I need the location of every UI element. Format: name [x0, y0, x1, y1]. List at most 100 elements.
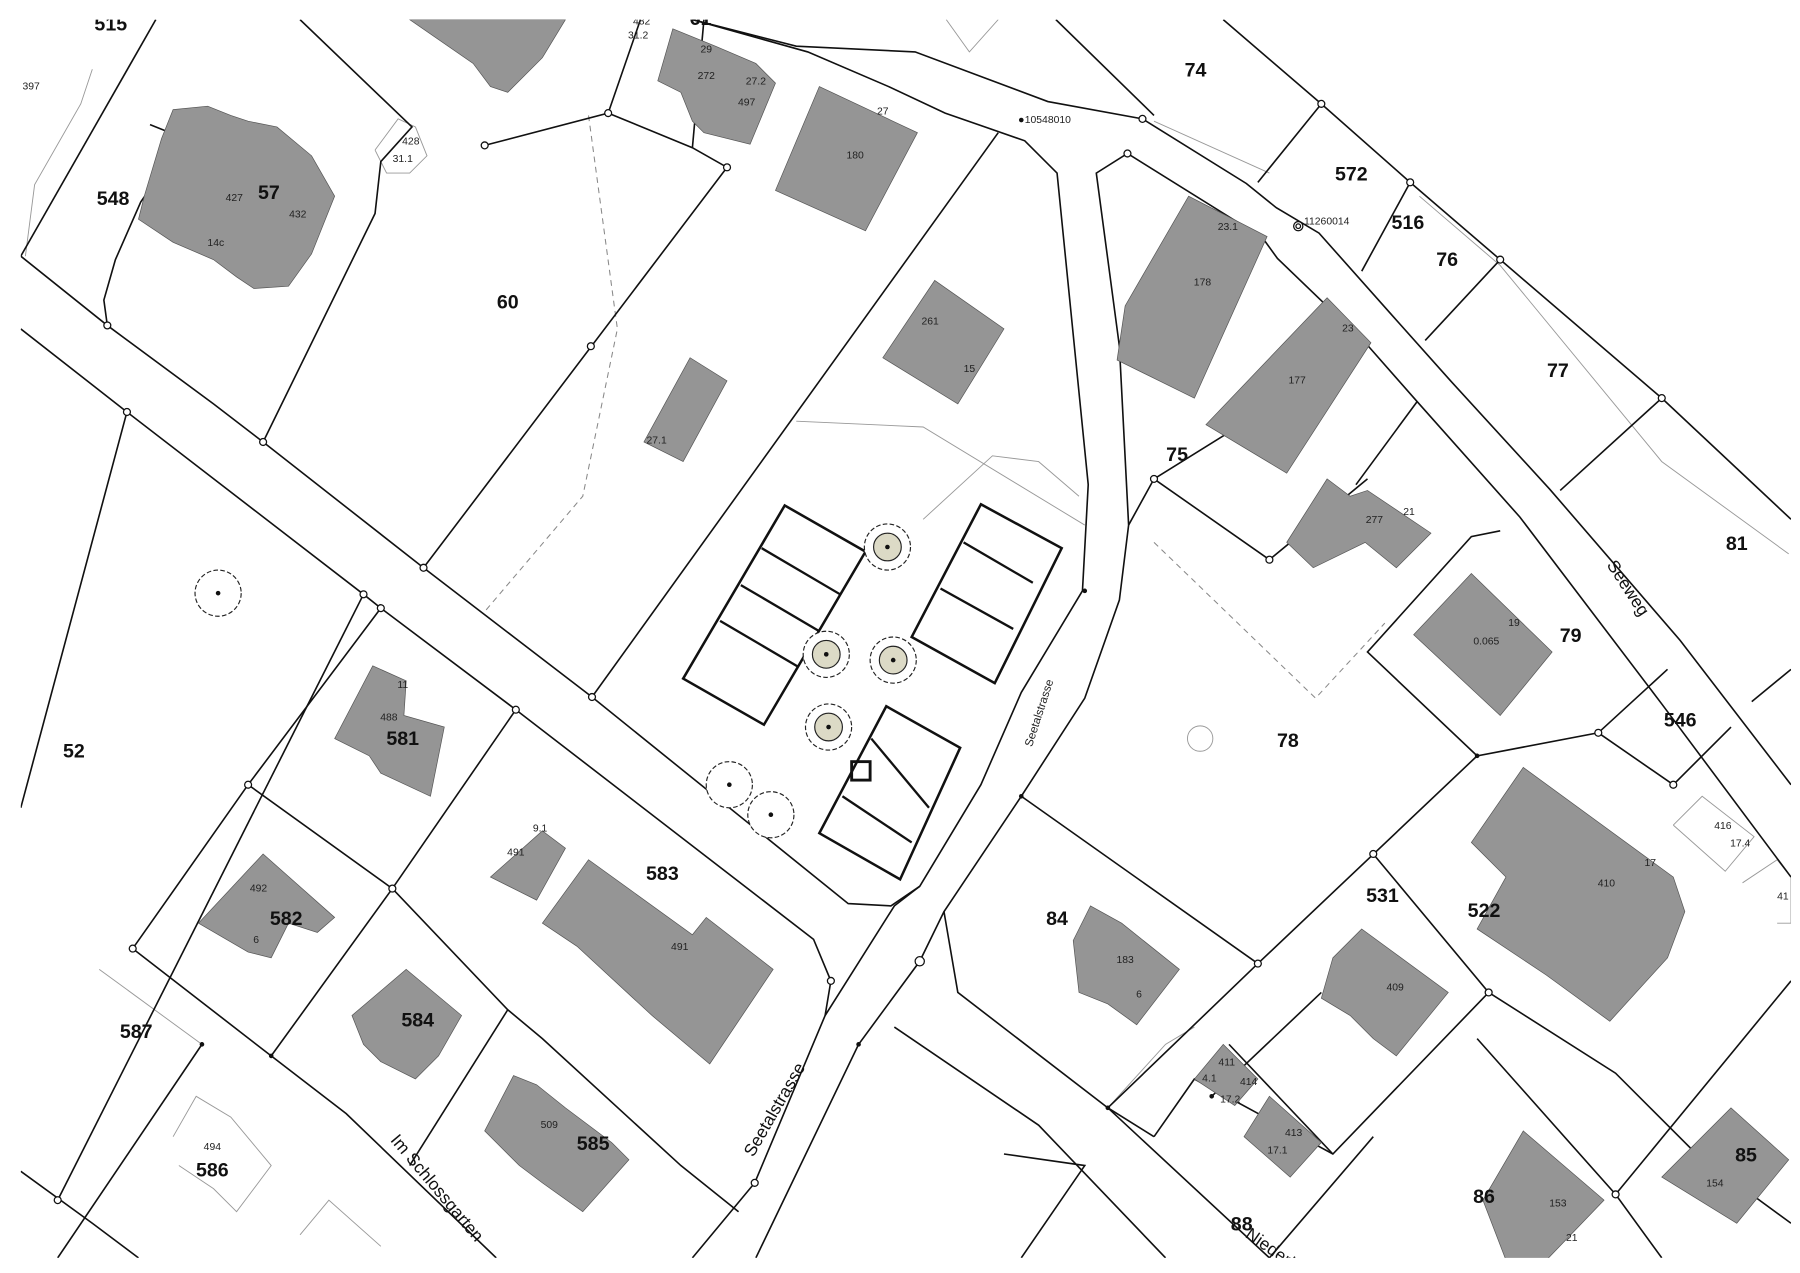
- parcel-boundaries: [20, 19, 1792, 1258]
- building-number: 432: [289, 209, 307, 220]
- building-number: 509: [541, 1120, 559, 1131]
- project-floor-plans: [681, 502, 1064, 882]
- parcel-number: 586: [196, 1159, 229, 1181]
- building-number: 410: [1598, 879, 1616, 890]
- building-number: 4.1: [1202, 1074, 1217, 1085]
- parcel-labels: 515 548 57 60 74 572 516 76 77 75 81 79 …: [63, 8, 1757, 1236]
- tree-icon: [747, 791, 795, 839]
- trees: [194, 523, 917, 839]
- parcel-number: 52: [63, 741, 85, 763]
- building-number: 19: [1508, 618, 1520, 629]
- building-number: 31.1: [393, 154, 413, 165]
- parcel-number: 85: [1735, 1144, 1757, 1166]
- building-number: 397: [23, 81, 41, 92]
- survey-point-id: 11260014: [1304, 216, 1350, 227]
- tree-icon: [802, 630, 850, 678]
- parcel-number: 76: [1436, 249, 1458, 271]
- parcel-number: 78: [1277, 730, 1299, 752]
- parcel-number: 522: [1468, 900, 1501, 922]
- auxiliary-lines: [24, 19, 1792, 1247]
- street-name-im-schlossgarten: Im Schlossgarten: [387, 1130, 488, 1245]
- building-number: 497: [738, 97, 756, 108]
- building-number: 491: [671, 942, 689, 953]
- survey-markers: [53, 99, 1678, 1205]
- street-name-niederl: Niederl: [1242, 1224, 1298, 1272]
- parcel-number: 84: [1046, 908, 1068, 930]
- building-number: 21: [1403, 507, 1415, 518]
- building-number: 428: [402, 137, 420, 148]
- building-number: 9.1: [533, 823, 548, 834]
- parcel-number: 546: [1664, 709, 1697, 731]
- building-number: 277: [1366, 515, 1384, 526]
- parcel-number: 515: [94, 14, 127, 36]
- parcel-number: 587: [120, 1021, 153, 1043]
- parcel-number: 531: [1366, 885, 1399, 907]
- building-number: 411: [1218, 1058, 1235, 1069]
- building-number: 492: [250, 883, 268, 894]
- building-number: 23: [1342, 324, 1354, 335]
- tree-icon: [869, 636, 917, 684]
- parcel-number: 583: [646, 863, 679, 885]
- building-number: 178: [1194, 277, 1212, 288]
- survey-point-id: 10548010: [1025, 115, 1071, 126]
- building-number: 17.1: [1267, 1145, 1287, 1156]
- building-number: 413: [1285, 1128, 1303, 1139]
- building-number: 27: [877, 107, 889, 118]
- street-name-seetalstrasse: Seetalstrasse: [739, 1059, 809, 1160]
- street-name-seeweg: Seeweg: [1603, 556, 1654, 619]
- building-number: 272: [698, 71, 716, 82]
- building-number: 154: [1706, 1179, 1724, 1190]
- buildings: [138, 19, 1790, 1258]
- parcel-number: 60: [497, 292, 519, 314]
- building-number: 488: [380, 713, 398, 724]
- parcel-number: 516: [1392, 212, 1425, 234]
- building-number: 494: [204, 1142, 222, 1153]
- parcel-number: 61: [690, 8, 712, 30]
- building-number: 15: [964, 364, 976, 375]
- building-number: 183: [1116, 955, 1134, 966]
- parcel-number: 81: [1726, 533, 1748, 555]
- building-number: 11: [397, 680, 408, 691]
- parcel-number: 582: [270, 908, 303, 930]
- building-number: 27.2: [746, 77, 766, 88]
- building-number: 153: [1549, 1198, 1567, 1209]
- building-number: 180: [846, 151, 864, 162]
- building-number: 6: [1136, 989, 1142, 1000]
- building-number: 482: [633, 17, 651, 28]
- building-number: 31.2: [628, 31, 648, 42]
- parcel-number: 79: [1560, 625, 1582, 647]
- parcel-number: 572: [1335, 164, 1368, 186]
- tree-icon: [863, 523, 912, 571]
- building-number: 41: [1777, 891, 1789, 902]
- parcel-number: 74: [1185, 60, 1207, 82]
- building-number: 0.065: [1473, 636, 1499, 647]
- parcel-number: 77: [1547, 360, 1569, 382]
- building-number: 14c: [207, 238, 224, 249]
- parcel-number: 75: [1166, 444, 1188, 466]
- tree-icon: [705, 761, 753, 809]
- parcel-number: 585: [577, 1133, 610, 1155]
- building-number: 6: [253, 935, 259, 946]
- parcel-number: 86: [1473, 1186, 1495, 1208]
- building-number: 29: [700, 44, 712, 55]
- building-number: 427: [226, 193, 244, 204]
- building-number: 23.1: [1218, 222, 1238, 233]
- street-name-seetalstrasse: Seetalstrasse: [1023, 678, 1056, 748]
- building-labels: 397 272 497 29 27.2 180 27 427 432 14c 4…: [23, 17, 1789, 1244]
- building-number: 409: [1387, 983, 1405, 994]
- building-number: 17.2: [1220, 1094, 1240, 1105]
- tree-icon: [194, 569, 242, 617]
- building-number: 21: [1566, 1233, 1578, 1244]
- parcel-number: 581: [386, 728, 419, 750]
- building-number: 261: [921, 317, 939, 328]
- building-number: 491: [507, 848, 525, 859]
- building-number: 177: [1288, 376, 1306, 387]
- tree-icon: [804, 703, 853, 751]
- parcel-number: 548: [97, 188, 130, 210]
- building-number: 416: [1714, 821, 1732, 832]
- building-number: 17: [1644, 858, 1656, 869]
- parcel-number: 584: [401, 1009, 434, 1031]
- building-number: 414: [1240, 1077, 1258, 1088]
- parcel-number: 57: [258, 182, 280, 204]
